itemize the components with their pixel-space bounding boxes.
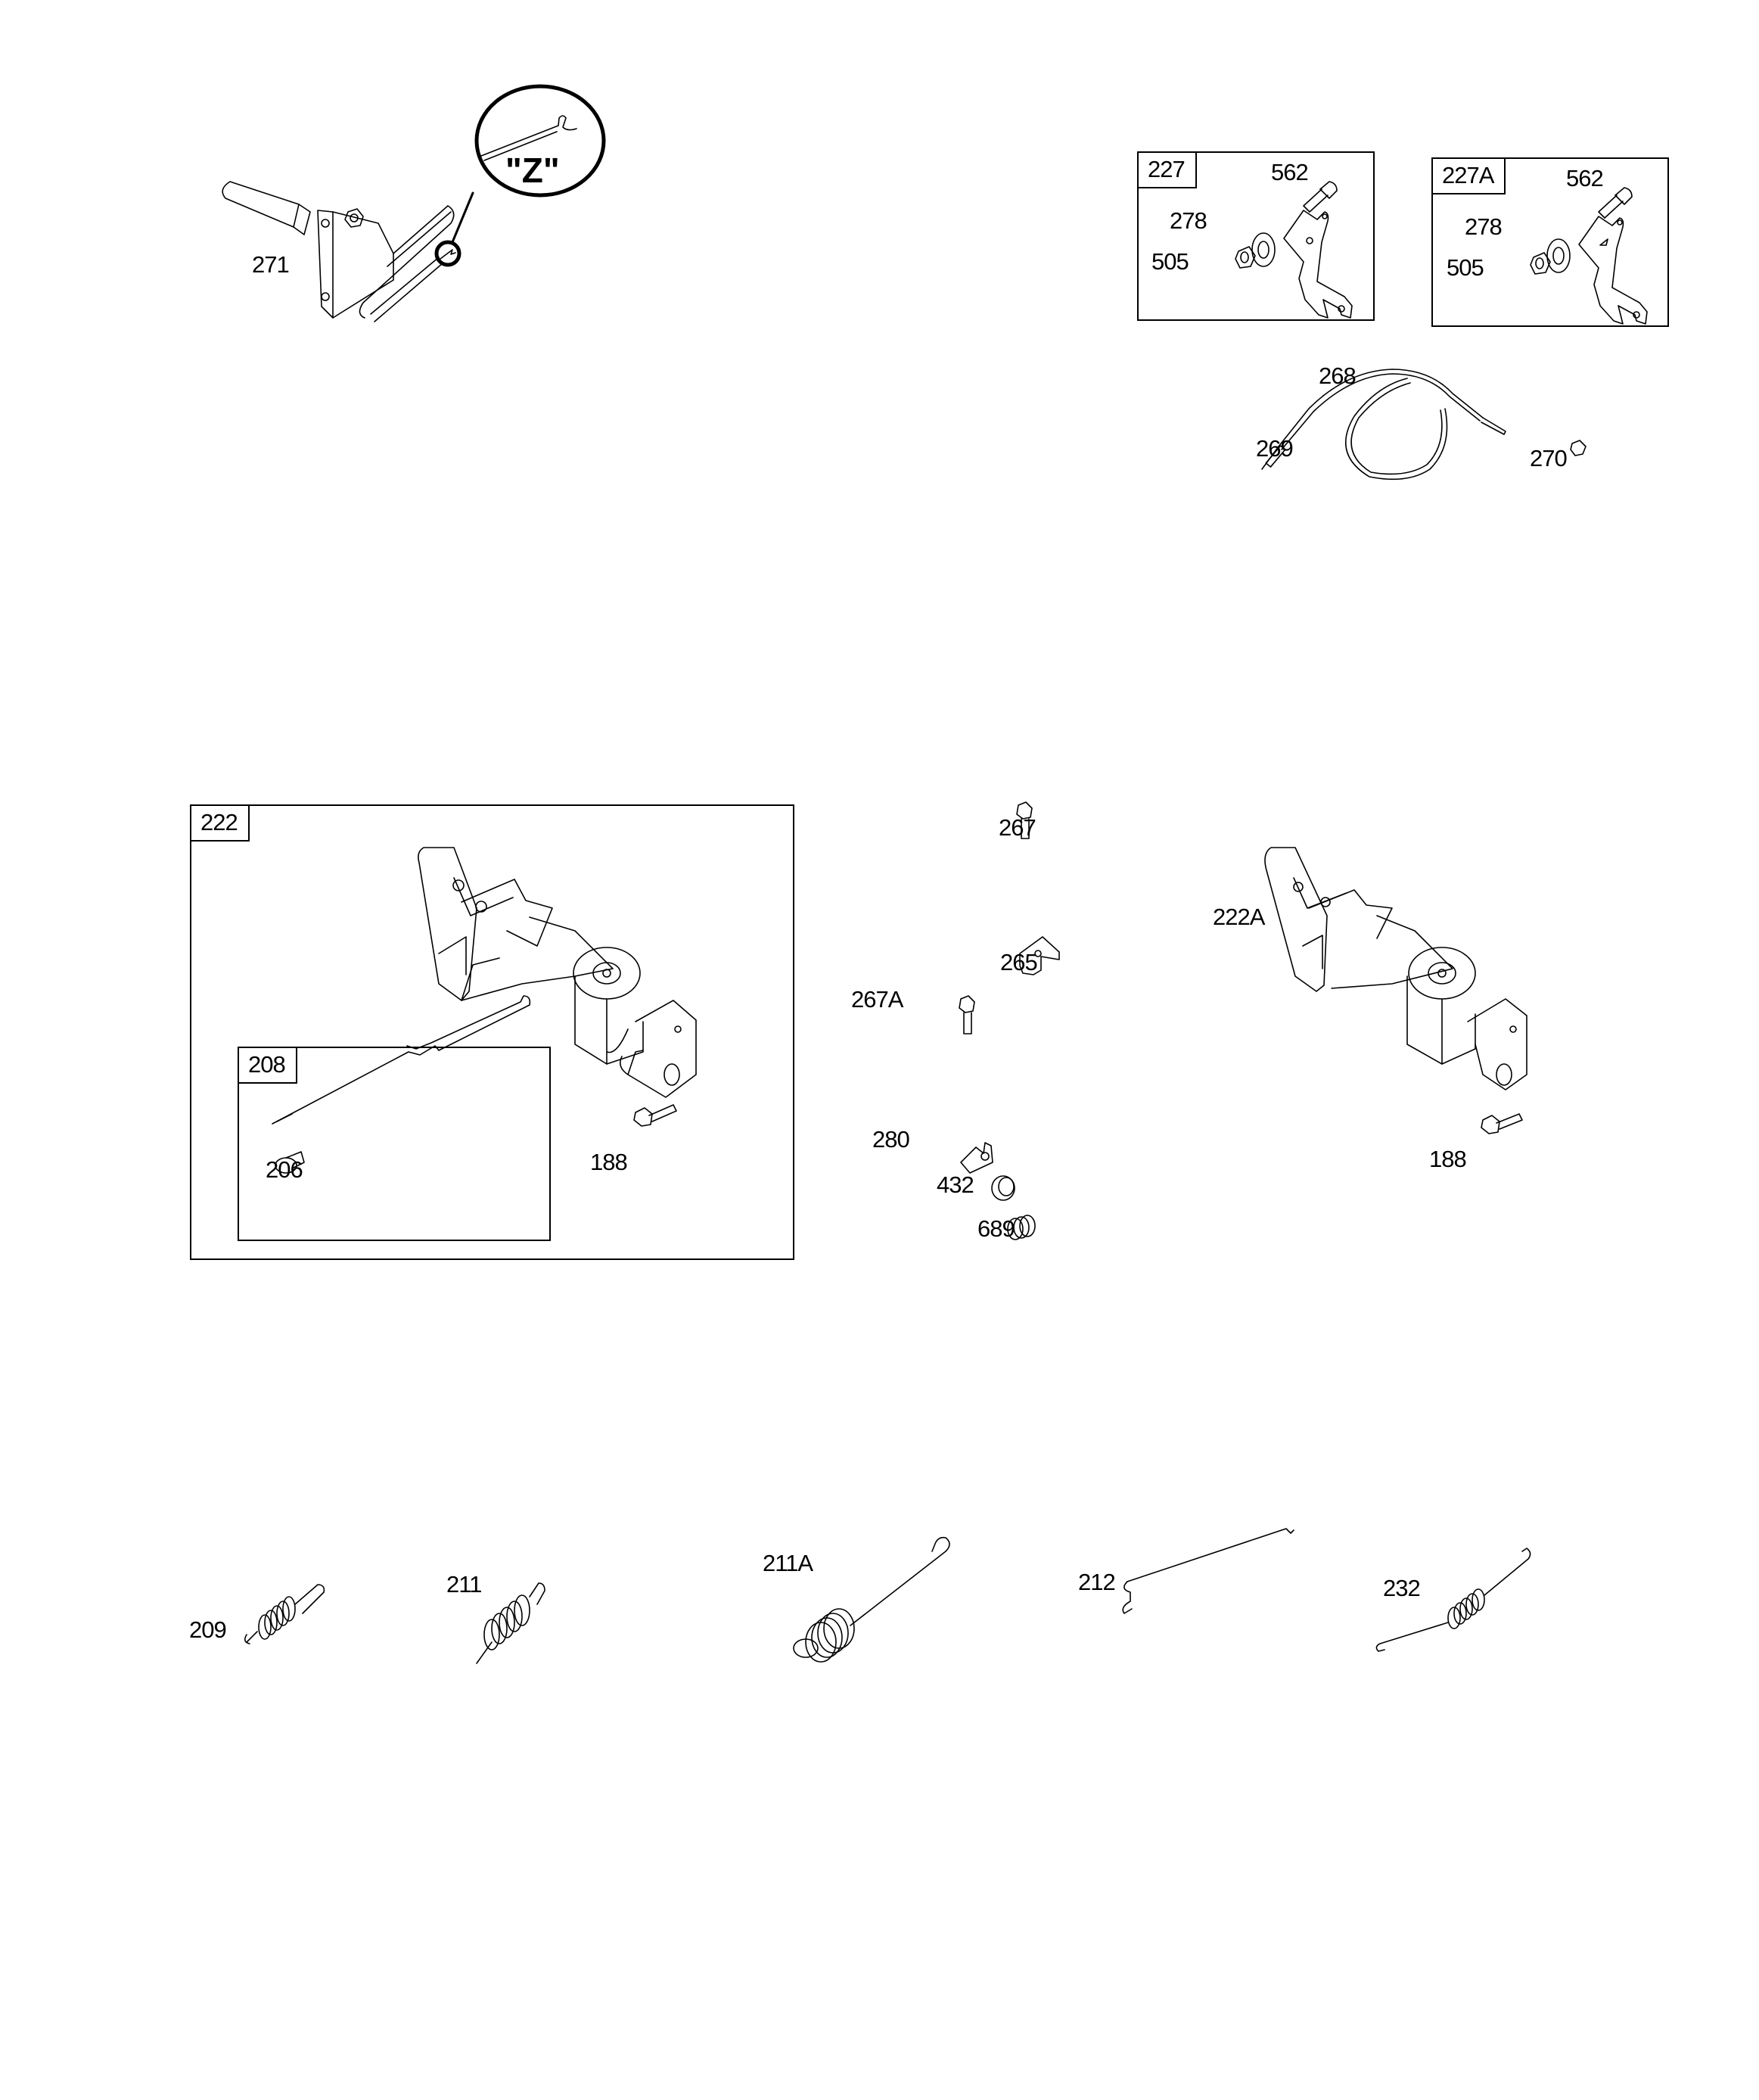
kit-box-227: 227: [1137, 151, 1375, 321]
part-label-267a: 267A: [851, 986, 903, 1013]
control-lever-illustration: [222, 181, 474, 322]
loose-hardware-illustration: [959, 801, 1060, 1240]
part-label-432: 432: [937, 1171, 974, 1198]
kit-box-208: 208: [238, 1047, 551, 1241]
kit-box-227a: 227A: [1431, 157, 1669, 327]
kit-tag-227: 227: [1139, 153, 1197, 188]
springs-illustration: [244, 1528, 1531, 1664]
part-label-222a: 222A: [1213, 904, 1265, 930]
part-label-562: 562: [1271, 159, 1309, 185]
part-label-188: 188: [590, 1149, 628, 1175]
governor-control-bracket-a-illustration: [1264, 847, 1527, 1134]
governor-lever-a-illustration: [1530, 187, 1648, 325]
part-label-206: 206: [266, 1156, 303, 1183]
part-label-278: 278: [1170, 207, 1207, 234]
part-label-232: 232: [1383, 1575, 1421, 1601]
part-label-267: 267: [999, 814, 1036, 841]
part-label-270: 270: [1530, 445, 1568, 471]
kit-tag-227a: 227A: [1433, 159, 1506, 194]
part-label-265: 265: [1000, 949, 1038, 975]
part-label-269: 269: [1256, 435, 1294, 462]
part-label-562: 562: [1566, 165, 1604, 191]
kit-tag-222: 222: [191, 806, 250, 842]
throttle-cable-illustration: [1261, 369, 1587, 481]
part-label-188: 188: [1429, 1146, 1467, 1172]
part-label-505: 505: [1151, 248, 1189, 275]
kit-tag-208: 208: [239, 1048, 297, 1084]
part-label-212: 212: [1078, 1569, 1116, 1595]
part-label-211: 211: [446, 1571, 482, 1598]
part-label-689: 689: [977, 1215, 1015, 1242]
part-label-268: 268: [1319, 362, 1357, 389]
part-label-280: 280: [872, 1126, 910, 1153]
kit-box-222: 222: [190, 804, 794, 1260]
governor-control-bracket-illustration: [272, 847, 697, 1174]
part-label-278: 278: [1465, 213, 1503, 240]
detail-z-label: "Z": [505, 151, 560, 190]
part-label-271: 271: [252, 251, 290, 278]
governor-lever-illustration: [1235, 181, 1353, 319]
part-label-505: 505: [1447, 254, 1484, 281]
part-label-209: 209: [189, 1616, 227, 1643]
detail-z-circle: [474, 84, 606, 198]
part-label-211a: 211A: [763, 1550, 813, 1576]
